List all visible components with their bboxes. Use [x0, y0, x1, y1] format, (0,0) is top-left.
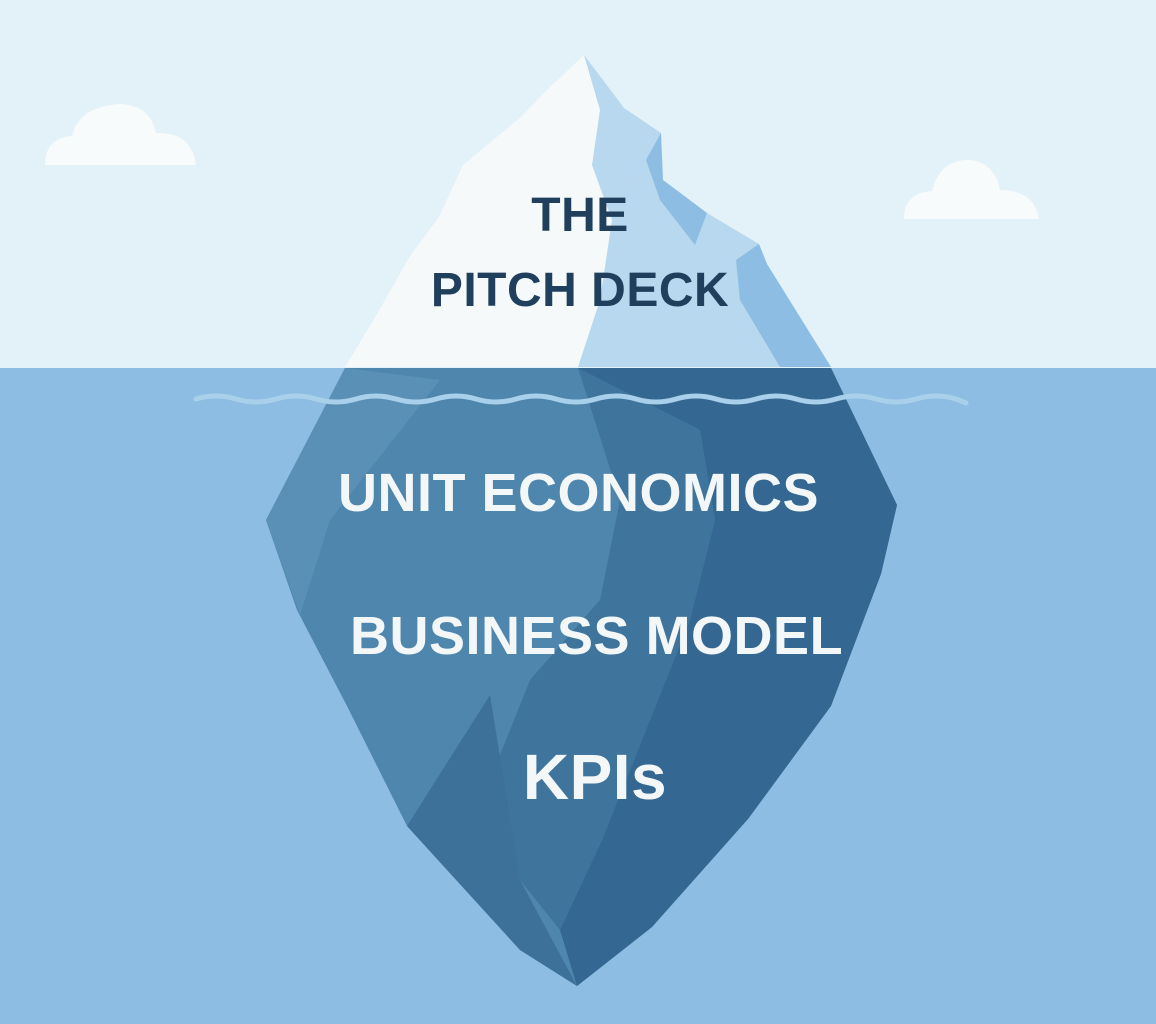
cloud-icon	[45, 104, 196, 165]
below-water-label-business-model: BUSINESS MODEL	[350, 606, 844, 666]
cloud-icon	[904, 160, 1039, 219]
below-water-label-unit-economics: UNIT ECONOMICS	[338, 463, 820, 523]
above-water-label-line1: THE	[531, 189, 629, 242]
below-water-label-kpis: KPIs	[522, 741, 668, 813]
wave-line	[193, 393, 969, 406]
iceberg-tip	[345, 55, 831, 367]
iceberg-underwater	[266, 368, 897, 986]
above-water-label-line2: PITCH DECK	[430, 264, 730, 317]
